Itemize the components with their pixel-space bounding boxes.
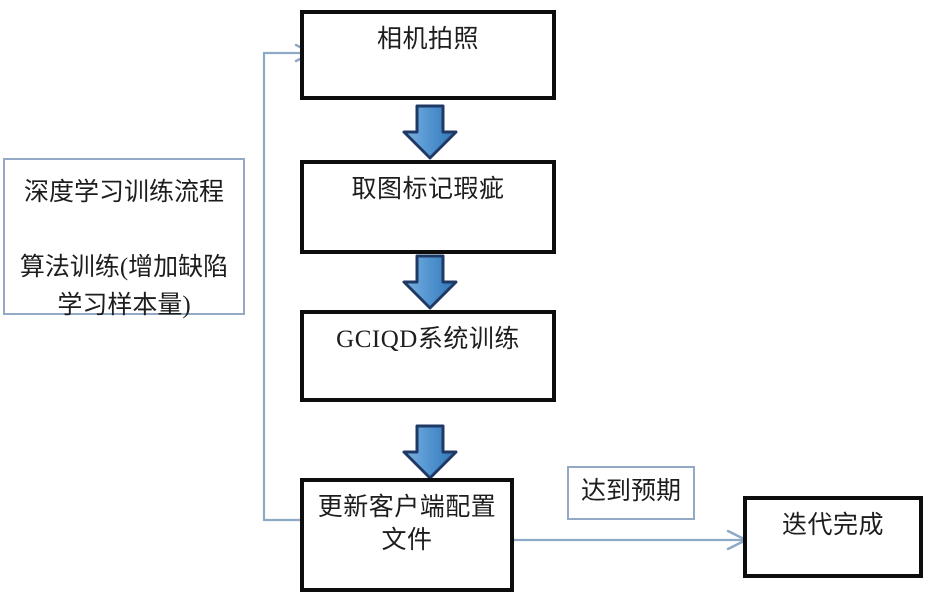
node-update-client-config-label: 更新客户端配置 文件	[317, 494, 497, 554]
node-mark-defects-label: 取图标记瑕疵	[351, 176, 505, 203]
node-gciqd-training[interactable]: GCIQD系统训练	[300, 310, 556, 402]
node-gciqd-training-label: GCIQD系统训练	[336, 326, 520, 353]
node-camera-capture-label: 相机拍照	[376, 26, 479, 53]
block-arrow-camera-to-mark	[402, 104, 458, 160]
node-iteration-complete-label: 迭代完成	[781, 512, 884, 539]
node-update-client-config[interactable]: 更新客户端配置 文件	[300, 478, 514, 592]
note-training-process[interactable]: 深度学习训练流程 算法训练(增加缺陷 学习样本量)	[3, 158, 245, 319]
node-camera-capture[interactable]: 相机拍照	[300, 10, 556, 100]
node-iteration-complete[interactable]: 迭代完成	[743, 496, 923, 578]
node-mark-defects[interactable]: 取图标记瑕疵	[300, 160, 556, 254]
note-expected-result-label: 达到预期	[580, 478, 681, 505]
connector-update-to-done	[513, 529, 748, 551]
block-arrow-train-to-update	[402, 424, 458, 480]
connector-update-to-camera	[262, 43, 314, 522]
block-arrow-mark-to-train	[402, 254, 458, 310]
note-training-process-label: 深度学习训练流程 算法训练(增加缺陷 学习样本量)	[19, 179, 229, 319]
note-expected-result[interactable]: 达到预期	[567, 466, 695, 520]
